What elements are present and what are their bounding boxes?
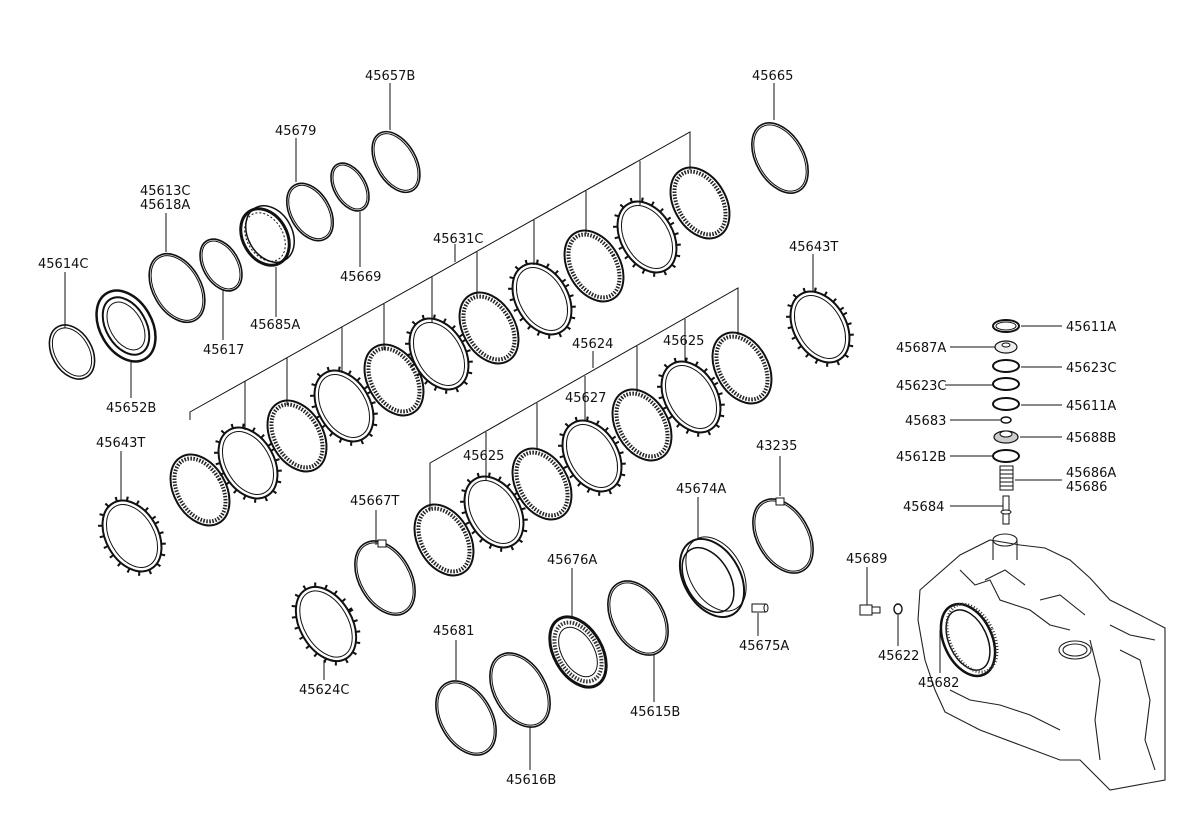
- ring-45674A: [678, 536, 747, 618]
- spring-45685A: [239, 205, 295, 267]
- label-45685A: 45685A: [250, 318, 300, 333]
- ring-45614C: [48, 324, 96, 380]
- label-45688B: 45688B: [1066, 431, 1116, 446]
- label-45612B: 45612B: [896, 450, 946, 465]
- label-45689: 45689: [846, 552, 887, 567]
- label-45627: 45627: [565, 391, 606, 406]
- label-45679: 45679: [275, 124, 316, 139]
- label-45617: 45617: [203, 343, 244, 358]
- label-45611A-bottom: 45611A: [1066, 399, 1116, 414]
- label-45657B: 45657B: [365, 69, 415, 84]
- label-45622: 45622: [878, 649, 919, 664]
- ring-45616B: [489, 652, 551, 728]
- label-45686: 45686: [1066, 480, 1107, 495]
- label-45665: 45665: [752, 69, 793, 84]
- ring-45613C: [148, 252, 206, 324]
- label-45615B: 45615B: [630, 705, 680, 720]
- snap-ring-45667T: [354, 539, 416, 616]
- pin-45684: [1000, 495, 1012, 525]
- label-45684: 45684: [903, 500, 944, 515]
- label-45624C: 45624C: [299, 683, 349, 698]
- pin-45675A: [751, 603, 769, 613]
- label-45683: 45683: [905, 414, 946, 429]
- plate-45624C: [291, 582, 361, 666]
- clutch-pack-45624: [413, 287, 773, 577]
- valve-stack: [992, 319, 1020, 525]
- bolt-45689: [859, 604, 881, 616]
- label-45643T-right: 45643T: [789, 240, 838, 255]
- ring-45617: [199, 238, 243, 292]
- label-43235: 43235: [756, 439, 797, 454]
- plate-45643T-left: [98, 496, 166, 576]
- label-45616B: 45616B: [506, 773, 556, 788]
- label-45669: 45669: [340, 270, 381, 285]
- label-45625-bottom: 45625: [463, 449, 504, 464]
- ring-45615B: [607, 580, 669, 656]
- label-45652B: 45652B: [106, 401, 156, 416]
- label-45624: 45624: [572, 337, 613, 352]
- snap-ring-45669: [330, 162, 370, 212]
- clutch-pack-45631C: [169, 131, 731, 527]
- label-45631C: 45631C: [433, 232, 483, 247]
- label-45681: 45681: [433, 624, 474, 639]
- label-45675A: 45675A: [739, 639, 789, 654]
- label-45667T: 45667T: [350, 494, 399, 509]
- o-ring-45622: [893, 603, 903, 615]
- label-45625-top: 45625: [663, 334, 704, 349]
- transmission-case: [917, 533, 1166, 791]
- piston-45652B: [95, 289, 157, 363]
- ring-45681: [435, 680, 497, 756]
- label-45687A: 45687A: [896, 341, 946, 356]
- piston-45676A: [548, 615, 608, 689]
- spring-45686: [999, 465, 1014, 491]
- label-45676A: 45676A: [547, 553, 597, 568]
- ring-43235: [752, 497, 814, 574]
- label-45686A: 45686A: [1066, 466, 1116, 481]
- label-45623C-right: 45623C: [1066, 361, 1116, 376]
- ring-45679: [285, 182, 335, 242]
- label-45613C: 45613C: [140, 184, 190, 199]
- label-45623C-left: 45623C: [896, 379, 946, 394]
- ring-45657B: [371, 130, 421, 194]
- snap-ring-45665: [751, 122, 809, 194]
- label-45614C: 45614C: [38, 257, 88, 272]
- label-45618A: 45618A: [140, 198, 190, 213]
- leader-lines: [64, 83, 1062, 770]
- label-45643T-left: 45643T: [96, 436, 145, 451]
- label-45674A: 45674A: [676, 482, 726, 497]
- plate-45643T-right: [786, 287, 854, 367]
- label-45682: 45682: [918, 676, 959, 691]
- label-45611A-top: 45611A: [1066, 320, 1116, 335]
